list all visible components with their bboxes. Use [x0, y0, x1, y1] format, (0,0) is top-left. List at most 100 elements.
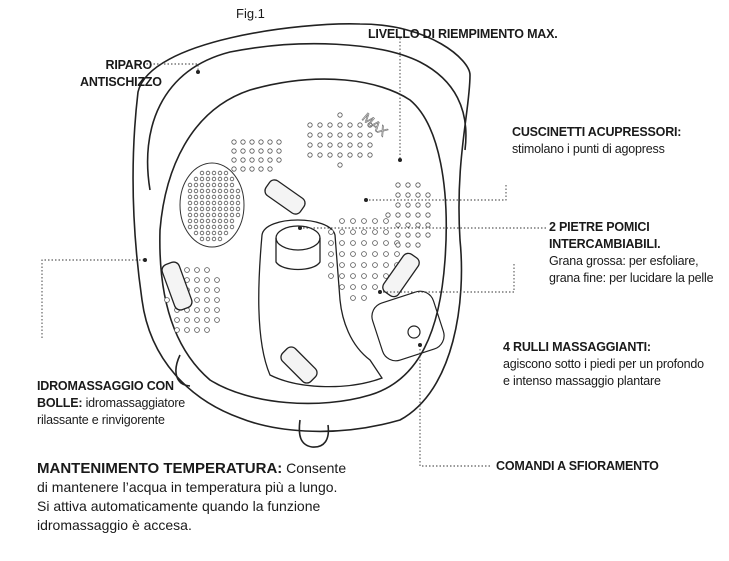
nub [206, 183, 210, 187]
nub [241, 140, 245, 144]
label-livello: LIVELLO DI RIEMPIMENTO MAX. [368, 26, 558, 43]
nub [368, 133, 372, 137]
nub [195, 288, 200, 293]
nub [351, 230, 356, 235]
nub [395, 252, 400, 257]
nub [338, 163, 342, 167]
nub [218, 219, 222, 223]
nub [362, 219, 367, 224]
nub [426, 203, 430, 207]
label-rulli-title: 4 RULLI MASSAGGIANTI: [503, 339, 704, 356]
nub [218, 171, 222, 175]
nub [384, 230, 389, 235]
nub [200, 225, 204, 229]
nub [351, 285, 356, 290]
nub [200, 207, 204, 211]
nub [268, 140, 272, 144]
label-pietre-line2: INTERCAMBIABILI. [549, 236, 713, 253]
nub [194, 177, 198, 181]
nub [194, 219, 198, 223]
nub [340, 274, 345, 279]
nub [188, 183, 192, 187]
nub [200, 213, 204, 217]
nub [188, 219, 192, 223]
nub [188, 189, 192, 193]
nub [426, 233, 430, 237]
nub [406, 233, 410, 237]
nub [426, 213, 430, 217]
nub [351, 241, 356, 246]
nub [328, 133, 332, 137]
nub [362, 263, 367, 268]
nub [175, 328, 180, 333]
nub [205, 308, 210, 313]
label-temperatura-rest: Consente [282, 460, 346, 476]
nub [340, 252, 345, 257]
nub [340, 230, 345, 235]
nub [185, 328, 190, 333]
nub [218, 195, 222, 199]
label-rulli: 4 RULLI MASSAGGIANTI: agiscono sotto i p… [503, 339, 704, 390]
nub [232, 149, 236, 153]
nub [406, 243, 410, 247]
nub [329, 274, 334, 279]
nub [195, 328, 200, 333]
nub [194, 231, 198, 235]
nub [194, 213, 198, 217]
nub [416, 233, 420, 237]
nub [212, 201, 216, 205]
nub [212, 195, 216, 199]
nub [368, 143, 372, 147]
nub [373, 219, 378, 224]
nub [200, 171, 204, 175]
nub [232, 158, 236, 162]
label-idro-line2: BOLLE: idromassaggiatore [37, 395, 185, 412]
nub [329, 230, 334, 235]
nub [218, 231, 222, 235]
nub [358, 153, 362, 157]
nub [206, 207, 210, 211]
label-riparo-line1: RIPARO [80, 57, 152, 74]
nub [205, 328, 210, 333]
nub [340, 219, 345, 224]
nub [188, 207, 192, 211]
nub [200, 231, 204, 235]
label-temperatura-title: MANTENIMENTO TEMPERATURA: [37, 460, 282, 477]
nub [205, 298, 210, 303]
label-cuscinetti-title: CUSCINETTI ACUPRESSORI: [512, 124, 681, 141]
nub [194, 201, 198, 205]
nub [218, 183, 222, 187]
nub [259, 140, 263, 144]
nub [396, 223, 400, 227]
label-idro-bolle: BOLLE: [37, 396, 82, 410]
nub [224, 183, 228, 187]
label-temperatura: MANTENIMENTO TEMPERATURA: Consente di ma… [37, 459, 377, 535]
nub [212, 237, 216, 241]
nub [215, 288, 220, 293]
nub [212, 171, 216, 175]
nub [230, 207, 234, 211]
nub [224, 171, 228, 175]
nub [236, 189, 240, 193]
nub [218, 237, 222, 241]
label-temperatura-line2: di mantenere l’acqua in temperatura più … [37, 478, 377, 497]
nub [348, 133, 352, 137]
nub [206, 213, 210, 217]
nub [362, 241, 367, 246]
nub [206, 195, 210, 199]
nub [165, 298, 170, 303]
nub [362, 296, 367, 301]
nub [224, 195, 228, 199]
nub [215, 298, 220, 303]
nub [194, 183, 198, 187]
nub [212, 213, 216, 217]
nub [230, 177, 234, 181]
label-idro-line1: IDROMASSAGGIO CON [37, 378, 185, 395]
nub [426, 193, 430, 197]
nub [241, 167, 245, 171]
nub [396, 243, 400, 247]
nub [373, 252, 378, 257]
nub [348, 123, 352, 127]
nub [386, 213, 390, 217]
label-comandi: COMANDI A SFIORAMENTO [496, 458, 659, 475]
